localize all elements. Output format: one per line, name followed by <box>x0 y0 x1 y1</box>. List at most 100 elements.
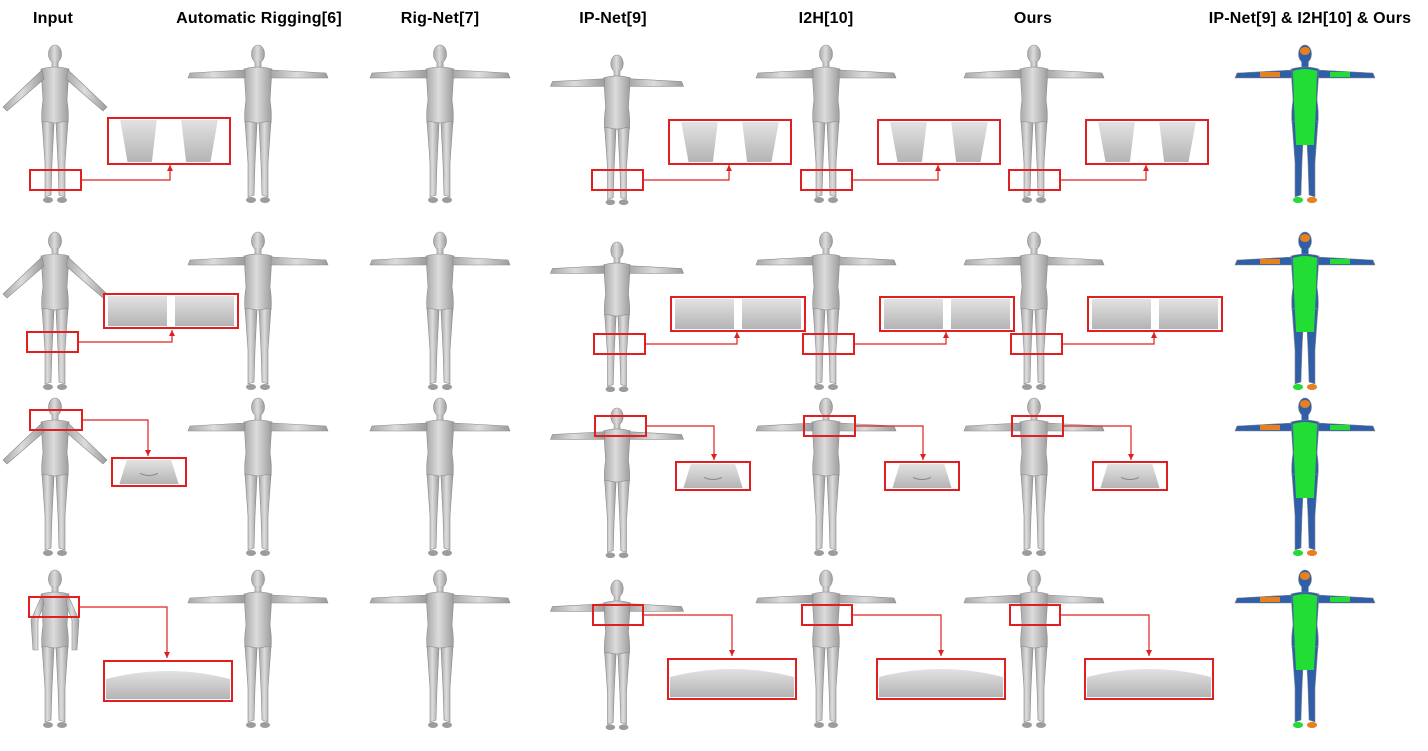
overlay-orange-region <box>1260 259 1280 264</box>
ours-zoom-inset-row-3 <box>1092 461 1168 491</box>
overlay-orange-region <box>1260 72 1280 77</box>
overlay-orange-region <box>1300 47 1310 55</box>
header-automatic-rigging: Automatic Rigging[6] <box>176 10 342 27</box>
ours-connector-row-4-arrow <box>1146 650 1152 656</box>
input-connector-row-1 <box>81 165 171 181</box>
ip-net-connector-row-4 <box>643 614 733 656</box>
overlay-orange-region <box>1260 425 1280 430</box>
ip-net-mesh-row-2 <box>550 241 684 393</box>
i2h-connector-row-1 <box>852 165 939 181</box>
overlay-orange-region <box>1300 234 1310 242</box>
ip-net-connector-row-3 <box>646 425 715 460</box>
ip-net-zoom-inset-row-3 <box>675 461 751 491</box>
ours-mesh-row-1 <box>963 44 1105 203</box>
i2h-zoom-inset-row-3 <box>884 461 960 491</box>
overlay-green-region <box>1330 425 1350 430</box>
i2h-connector-row-2 <box>854 332 947 345</box>
i2h-connector-row-4-arrow <box>938 650 944 656</box>
input-highlight-row-1 <box>29 169 82 191</box>
ours-connector-row-3-arrow <box>1128 454 1134 460</box>
overlay-green-region <box>1293 384 1303 390</box>
overlay-mesh-row-1 <box>1234 44 1376 203</box>
rig-net-mesh-row-3 <box>369 397 511 556</box>
overlay-green-region <box>1293 69 1317 145</box>
overlay-orange-region <box>1300 572 1310 580</box>
automatic-rigging-mesh-row-4 <box>187 569 329 728</box>
input-mesh-row-2 <box>2 231 108 390</box>
ours-connector-row-2 <box>1062 332 1155 345</box>
i2h-mesh-row-3 <box>755 397 897 556</box>
ip-net-connector-row-4-arrow <box>729 650 735 656</box>
ip-net-zoom-inset-row-4 <box>667 658 797 700</box>
input-mesh-row-4 <box>30 569 80 728</box>
overlay-mesh-row-4 <box>1234 569 1376 728</box>
input-connector-row-3-arrow <box>145 450 151 456</box>
ip-net-connector-row-3-arrow <box>711 454 717 460</box>
overlay-green-region <box>1293 550 1303 556</box>
ours-mesh-row-2 <box>963 231 1105 390</box>
rig-net-mesh-row-1 <box>369 44 511 203</box>
overlay-green-region <box>1293 422 1317 498</box>
ip-net-highlight-row-1 <box>591 169 644 191</box>
input-connector-row-2 <box>78 330 173 343</box>
i2h-connector-row-3 <box>855 425 924 460</box>
i2h-highlight-row-1 <box>800 169 853 191</box>
overlay-mesh-row-2 <box>1234 231 1376 390</box>
rig-net-mesh-row-4 <box>369 569 511 728</box>
overlay-orange-region <box>1307 384 1317 390</box>
ours-zoom-inset-row-1 <box>1085 119 1209 165</box>
overlay-orange-region <box>1307 550 1317 556</box>
ours-highlight-row-1 <box>1008 169 1061 191</box>
input-mesh-row-3 <box>2 397 108 556</box>
i2h-zoom-inset-row-4 <box>876 658 1006 700</box>
ip-net-mesh-row-4 <box>550 579 684 731</box>
i2h-connector-row-1-arrow <box>935 165 941 171</box>
ip-net-zoom-inset-row-1 <box>668 119 792 165</box>
input-zoom-inset-row-4 <box>103 660 233 702</box>
header-input: Input <box>32 10 74 27</box>
input-zoom-inset-row-1 <box>107 117 231 165</box>
ours-mesh-row-3 <box>963 397 1105 556</box>
i2h-connector-row-2-arrow <box>943 332 949 338</box>
header-overlay-comparison: IP-Net[9] & I2H[10] & Ours <box>1208 10 1412 27</box>
figure-layer <box>2 44 1376 731</box>
automatic-rigging-mesh-row-2 <box>187 231 329 390</box>
ours-connector-row-1 <box>1060 165 1147 181</box>
ours-mesh-row-4 <box>963 569 1105 728</box>
ours-connector-row-4 <box>1060 614 1150 656</box>
input-connector-row-2-arrow <box>169 330 175 336</box>
overlay-green-region <box>1293 594 1317 670</box>
i2h-zoom-inset-row-2 <box>879 296 1015 332</box>
i2h-zoom-inset-row-1 <box>877 119 1001 165</box>
rig-net-mesh-row-2 <box>369 231 511 390</box>
overlay-mesh-row-3 <box>1234 397 1376 556</box>
i2h-mesh-row-1 <box>755 44 897 203</box>
input-connector-row-3 <box>82 419 149 456</box>
input-connector-row-4-arrow <box>164 652 170 658</box>
overlay-green-region <box>1330 597 1350 602</box>
ip-net-connector-row-1-arrow <box>726 165 732 171</box>
overlay-green-region <box>1330 259 1350 264</box>
i2h-connector-row-3-arrow <box>920 454 926 460</box>
ip-net-connector-row-2 <box>645 332 738 345</box>
header-ip-net: IP-Net[9] <box>579 10 647 27</box>
header-i2h: I2H[10] <box>798 10 854 27</box>
overlay-green-region <box>1293 256 1317 332</box>
overlay-orange-region <box>1260 597 1280 602</box>
ip-net-mesh-row-3 <box>550 407 684 559</box>
input-connector-row-1-arrow <box>167 165 173 171</box>
overlay-green-region <box>1293 722 1303 728</box>
ip-net-zoom-inset-row-2 <box>670 296 806 332</box>
ip-net-mesh-row-1 <box>550 54 684 206</box>
ours-connector-row-2-arrow <box>1151 332 1157 338</box>
overlay-orange-region <box>1307 197 1317 203</box>
i2h-mesh-row-2 <box>755 231 897 390</box>
header-ours: Ours <box>1013 10 1053 27</box>
i2h-connector-row-4 <box>852 614 942 656</box>
ip-net-connector-row-2-arrow <box>734 332 740 338</box>
input-zoom-inset-row-3 <box>111 457 187 487</box>
overlay-orange-region <box>1307 722 1317 728</box>
ours-connector-row-1-arrow <box>1143 165 1149 171</box>
